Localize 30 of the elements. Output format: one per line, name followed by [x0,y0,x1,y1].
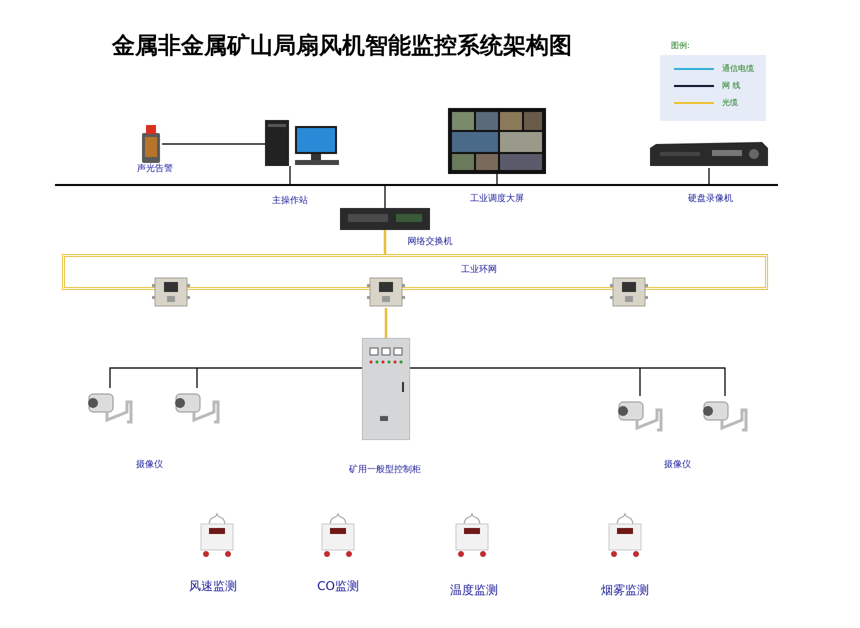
device-caption: 工业调度大屏 [470,194,524,205]
network-cable-line [384,186,386,208]
device-caption: CO监测 [316,578,360,594]
legend-text: 光缆 [722,97,738,108]
device-caption: 矿用一般型控制柜 [348,464,422,476]
legend-text: 通信电缆 [722,63,754,74]
network-cable-line [708,168,710,184]
network-cable-line [496,174,498,184]
device-caption: 摄像仪 [136,460,163,471]
device-caption: 摄像仪 [664,460,691,471]
fiber-cable-line [384,308,388,338]
device-caption: 主操作站 [272,196,308,207]
device-caption: 温度监测 [449,582,499,598]
device-caption: 风速监测 [188,578,238,594]
device-caption: 网络交换机 [406,236,454,248]
network-cable-line [410,367,726,396]
ring-label: 工业环网 [461,265,497,276]
network-cable-line [196,368,198,388]
legend-heading: 图例: [671,40,690,51]
network-cable-line [289,166,291,184]
network-cable-line [162,143,265,145]
legend-text: 网 线 [722,80,741,91]
network-cable-line [109,367,362,388]
device-caption: 烟雾监测 [600,582,650,598]
device-caption: 硬盘录像机 [688,194,733,205]
network-cable-line [639,368,641,396]
device-caption: 声光告警 [136,163,174,175]
bus-line [55,184,778,186]
fiber-cable-line [384,230,386,254]
diagram-title: 金属非金属矿山局扇风机智能监控系统架构图 [112,32,572,61]
